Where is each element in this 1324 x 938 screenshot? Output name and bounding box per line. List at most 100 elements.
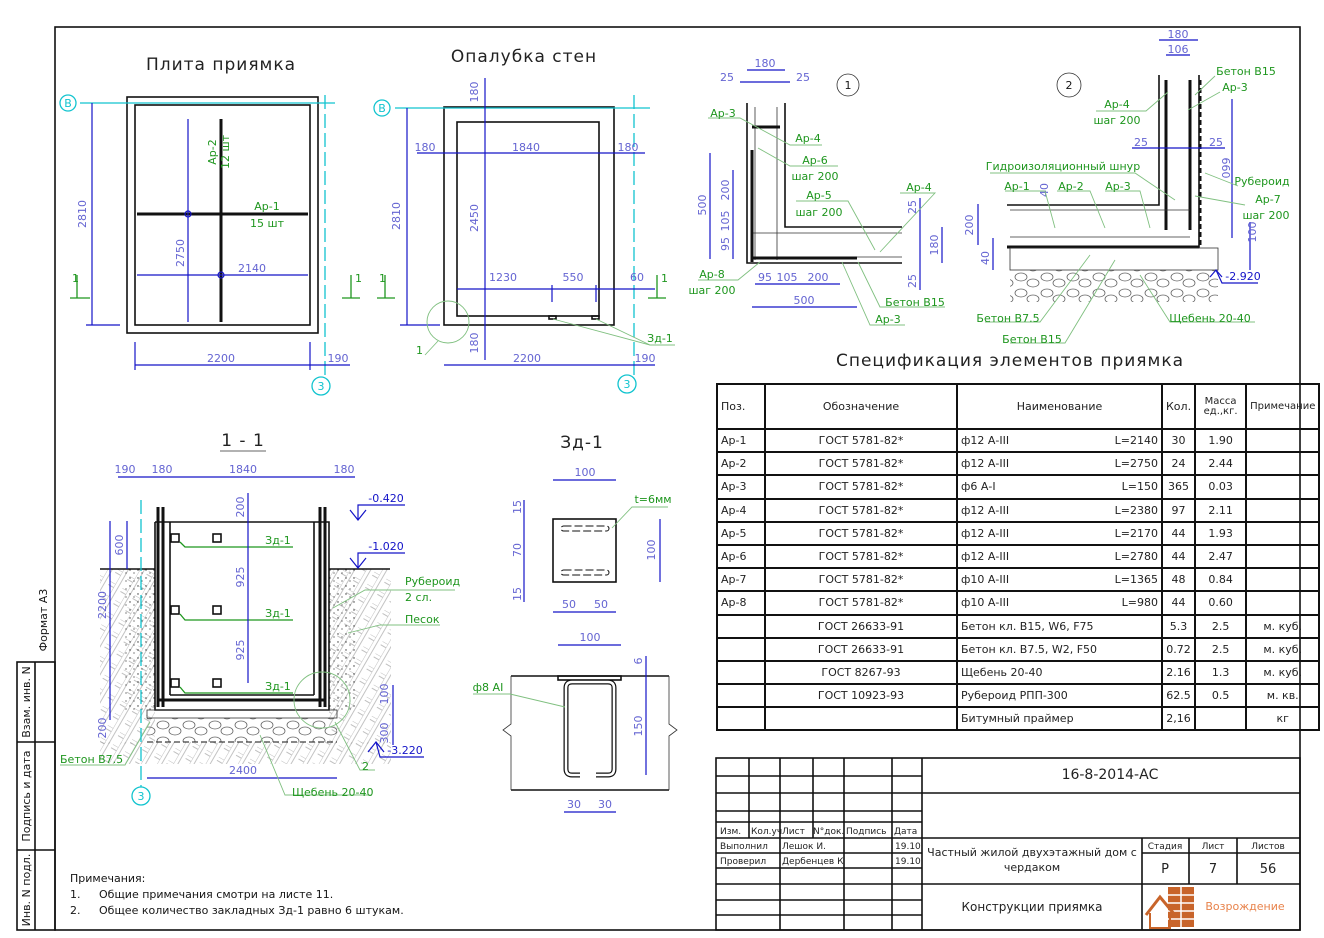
- spec-header-row: Поз. Обозначение Наименование Кол. Масса…: [716, 383, 1321, 430]
- elevation-bottom: -3.220: [387, 744, 422, 757]
- spec-cell-designation: [764, 706, 958, 732]
- col-header-count: Кол.уч: [751, 827, 782, 837]
- company-name: Возрождение: [1205, 900, 1284, 913]
- spec-name: ф10 А-III: [961, 573, 1010, 587]
- spec-qty: 30: [1171, 434, 1186, 448]
- spec-mass: 2.11: [1208, 503, 1233, 517]
- spec-cell-mass: 1.90: [1194, 427, 1248, 454]
- note-number: 2.: [70, 904, 81, 917]
- embed-label: Зд-1: [265, 607, 291, 620]
- spec-mass: 0.84: [1208, 573, 1233, 587]
- ar4-label: Ар-4: [1104, 98, 1129, 111]
- spec-cell-qty: 97: [1160, 497, 1197, 523]
- spec-cell-designation: ГОСТ 26633-91: [764, 613, 958, 639]
- spec-qty: 365: [1168, 480, 1190, 494]
- spec-cell-note: м. куб.: [1245, 636, 1321, 662]
- spec-cell-pos: [716, 636, 766, 662]
- concrete-label: Бетон В15: [1216, 65, 1276, 78]
- spec-cell-designation: ГОСТ 5781-82*: [764, 474, 958, 500]
- spec-cell-pos: Ар-6: [716, 543, 766, 570]
- axis-3-label: 3: [318, 380, 325, 393]
- company-logo-icon: [1144, 887, 1194, 929]
- formwork-view: Опалубка стен В 3 2810 180 2450 180 180 …: [373, 47, 675, 394]
- spec-cell-qty: 2,16: [1160, 706, 1197, 732]
- spec-cell-designation: ГОСТ 26633-91: [764, 636, 958, 662]
- spec-name: ф12 А-III: [961, 457, 1010, 471]
- spec-pos: Ар-7: [721, 573, 747, 587]
- stage-value: Р: [1161, 862, 1169, 877]
- notes-heading: Примечания:: [70, 872, 145, 885]
- spec-cell-note: м. куб.: [1245, 613, 1321, 639]
- roofing-label: Рубероид: [405, 575, 461, 588]
- specification-table: Поз. Обозначение Наименование Кол. Масса…: [716, 383, 1321, 732]
- elevation-mark: -2.920: [1225, 270, 1260, 283]
- section-mark-right: 1: [342, 272, 362, 299]
- concrete-b15-label: Бетон В15: [1002, 333, 1062, 346]
- spec-cell-designation: ГОСТ 5781-82*: [764, 497, 958, 523]
- spec-cell-designation: ГОСТ 5781-82*: [764, 427, 958, 454]
- dim-500: 500: [696, 195, 709, 216]
- spec-pos: Ар-6: [721, 550, 747, 564]
- spec-note: м. куб.: [1263, 619, 1303, 633]
- dim-70: 70: [511, 543, 524, 557]
- spec-length: L=980: [1121, 596, 1158, 610]
- spec-mass: 2.5: [1211, 642, 1230, 656]
- node-number: 2: [1066, 79, 1073, 92]
- col-header-signature: Подпись: [846, 827, 886, 837]
- dim-offset: 190: [635, 352, 656, 365]
- spec-mass: 2.5: [1211, 619, 1230, 633]
- spec-qty: 48: [1171, 573, 1186, 587]
- checked-name: Дербенцев К: [782, 857, 844, 867]
- col-header-doc: N°док.: [813, 827, 844, 837]
- spec-pos: Ар-8: [721, 596, 747, 610]
- embed-title: Зд-1: [560, 433, 604, 453]
- spec-cell-qty: 44: [1160, 520, 1197, 546]
- ar4-label: Ар-4: [795, 132, 820, 145]
- spec-cell-mass: 0.60: [1194, 590, 1248, 616]
- spec-length: L=2750: [1114, 457, 1158, 471]
- ar3-label: Ар-3: [1105, 180, 1130, 193]
- spec-mass: 0.60: [1208, 596, 1233, 610]
- spec-name: Рубероид РПП-300: [961, 689, 1068, 703]
- gravel-label: Щебень 20-40: [292, 786, 374, 799]
- spec-mass: 1.3: [1211, 665, 1230, 679]
- performed-name: Лешок И.: [782, 842, 826, 852]
- spec-cell-pos: [716, 613, 766, 639]
- spec-name: ф12 А-III: [961, 550, 1010, 564]
- dim-left: 180: [415, 141, 436, 154]
- spec-cell-mass: 0.03: [1194, 474, 1248, 500]
- spec-cell-note: [1245, 451, 1321, 477]
- header-pos: Поз.: [716, 383, 766, 430]
- section-mark-left: 1: [377, 272, 395, 299]
- signature-date-label: Подпись и дата: [20, 750, 33, 841]
- ar5-step: шаг 200: [795, 206, 842, 219]
- spec-qty: 0.72: [1166, 642, 1191, 656]
- spec-designation: ГОСТ 5781-82*: [818, 596, 904, 610]
- sheets-value: 56: [1260, 862, 1277, 877]
- stage-label: Стадия: [1148, 842, 1183, 852]
- spec-qty: 62.5: [1166, 689, 1191, 703]
- spec-cell-designation: ГОСТ 5781-82*: [764, 567, 958, 593]
- spec-cell-name: Битумный праймер: [956, 706, 1163, 732]
- dim-300: 300: [378, 723, 391, 744]
- spec-note: м. куб.: [1263, 665, 1303, 679]
- ar3-label: Ар-3: [1222, 81, 1247, 94]
- ar5-label: Ар-5: [806, 189, 831, 202]
- side-stamp: Формат А3 Взам. инв. N Подпись и дата Ин…: [20, 589, 50, 927]
- embed-label: Зд-1: [265, 680, 291, 693]
- col-header-sheet: Лист: [782, 827, 805, 837]
- spec-name: Бетон кл. В15, W6, F75: [961, 619, 1094, 633]
- spec-cell-mass: 2.11: [1194, 497, 1248, 523]
- concrete-label: Бетон В15: [885, 296, 945, 309]
- header-designation: Обозначение: [764, 383, 958, 430]
- spec-qty: 44: [1171, 550, 1186, 564]
- spec-cell-mass: 2.47: [1194, 543, 1248, 570]
- spec-cell-note: [1245, 590, 1321, 616]
- spec-cell-name: Бетон кл. В7.5, W2, F50: [956, 636, 1163, 662]
- spec-cell-note: м. куб.: [1245, 659, 1321, 686]
- header-name: Наименование: [956, 383, 1163, 430]
